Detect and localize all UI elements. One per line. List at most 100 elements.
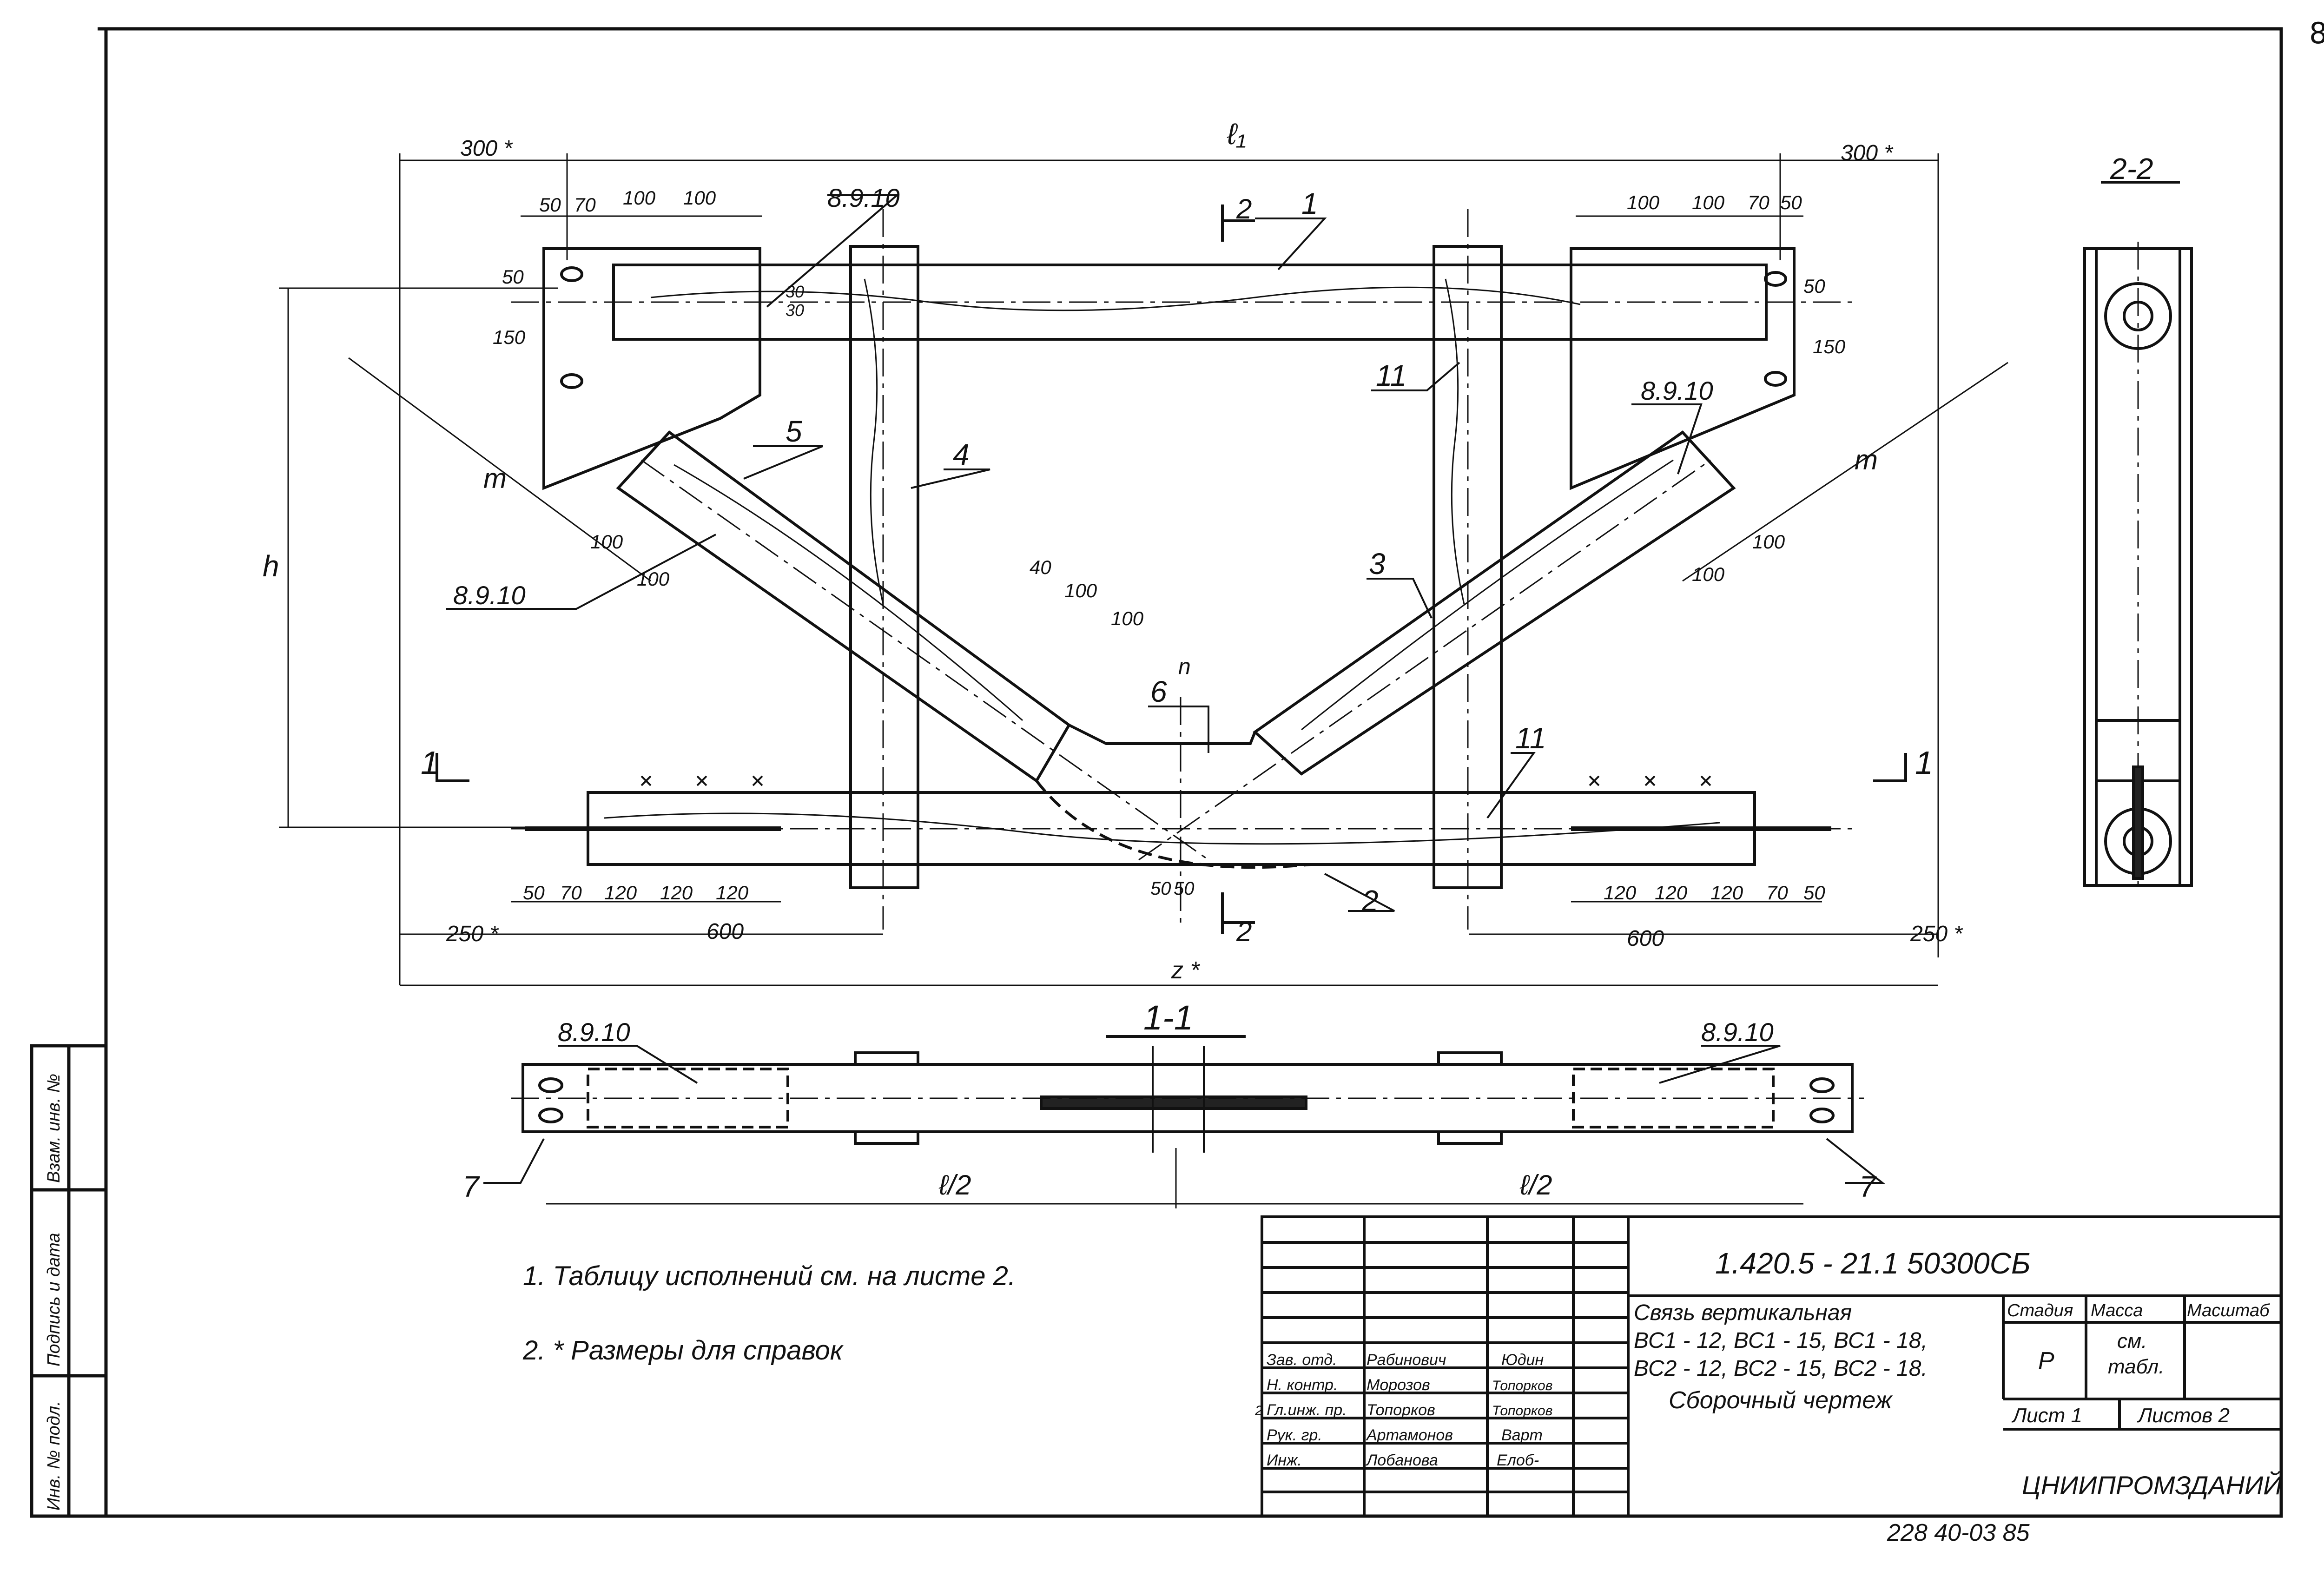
organization: ЦНИИПРОМЗДАНИЙ: [2022, 1471, 2282, 1500]
part-4: 4: [953, 438, 970, 471]
dim-300-left: 300 *: [460, 136, 513, 161]
section-2-2: [2083, 181, 2193, 892]
part-7-right: 7: [1859, 1170, 1877, 1203]
sig-name-1: Рабинович: [1367, 1351, 1446, 1369]
dim-vert-right-2: 150: [1813, 336, 1846, 357]
dim-bottom-right-4: 70: [1766, 882, 1788, 904]
bolts-label-top: 8.9.10: [827, 183, 900, 212]
dim-diag-left-2: 100: [637, 568, 670, 590]
side-stamp-2: Подпись и дата: [44, 1233, 64, 1366]
page-number: 84: [2309, 16, 2324, 50]
section-1-1-title: 1-1: [1143, 998, 1193, 1037]
label-l2-right: ℓ/2: [1519, 1169, 1552, 1201]
dim-bottom-right-5: 50: [1803, 882, 1825, 904]
dim-250-right: 250 *: [1910, 922, 1963, 946]
sheet-frame: [104, 27, 2283, 1518]
dim-center-1: 50: [1150, 878, 1171, 899]
part-11-bottom: 11: [1515, 721, 1546, 755]
dim-top-right-3: 70: [1748, 191, 1769, 213]
side-stamp-3: Взам. инв. №: [44, 1074, 64, 1183]
dim-mid-3: 100: [1111, 607, 1144, 629]
left-diagonal: [616, 430, 1071, 783]
cut-1-left: 1: [421, 745, 439, 781]
dim-top-right-2: 100: [1692, 191, 1725, 213]
dim-bottom-right-1: 120: [1604, 882, 1637, 904]
sig-role-5: Инж.: [1267, 1452, 1302, 1469]
section-2-2-title: 2-2: [2110, 152, 2153, 185]
label-z: z *: [1171, 957, 1200, 984]
mass-header: Масса: [2091, 1301, 2143, 1320]
cut-2-bottom: 2: [1236, 916, 1252, 947]
dim-top-right-1: 100: [1627, 191, 1660, 213]
label-m-left: m: [483, 463, 507, 494]
label-m-right: m: [1855, 444, 1878, 475]
bolts-label-left: 8.9.10: [453, 581, 526, 610]
note-2: 2. * Размеры для справок: [522, 1335, 844, 1366]
sig-name-4: Артамонов: [1366, 1426, 1453, 1444]
right-diagonal: [1253, 430, 1736, 776]
dim-600-right: 600: [1627, 926, 1664, 951]
dim-250-left: 250 *: [446, 922, 499, 946]
dimension-lines: [279, 153, 2008, 986]
stage-value: Р: [2038, 1347, 2054, 1374]
label-l2-left: ℓ/2: [938, 1169, 971, 1201]
sheets-label: Листов 2: [2137, 1404, 2230, 1427]
dim-top-right-4: 50: [1780, 191, 1802, 213]
dim-diag-right-2: 100: [1752, 531, 1785, 553]
dim-mid-2: 100: [1064, 580, 1097, 601]
bolts-label-s1-right: 8.9.10: [1701, 1017, 1774, 1047]
left-post: [849, 245, 919, 889]
dim-mid-1: 40: [1030, 556, 1051, 578]
dim-600-left: 600: [706, 919, 744, 944]
side-stamp-1: Инв. № подл.: [44, 1401, 64, 1511]
section-1-1: [483, 1035, 1885, 1208]
sig-sign-4: Варт: [1501, 1426, 1543, 1444]
part-11-top: 11: [1376, 359, 1406, 392]
title-block: [1261, 1215, 2283, 1518]
title-line-3: ВС2 - 12, ВС2 - 15, ВС2 - 18.: [1634, 1356, 1928, 1381]
sig-marker: 2: [1254, 1403, 1263, 1419]
dim-vert-right-1: 50: [1803, 275, 1825, 297]
dim-top-left-2: 70: [574, 194, 596, 216]
part-6: 6: [1150, 675, 1167, 708]
sig-sign-2: Топорков: [1492, 1378, 1552, 1393]
part-7-left: 7: [462, 1170, 480, 1203]
dim-vert-left-2: 150: [493, 326, 526, 348]
dim-bottom-left-4: 120: [660, 882, 693, 904]
dim-top-left-3: 100: [623, 187, 656, 209]
sig-sign-1: Юдин: [1501, 1351, 1544, 1369]
dim-bottom-right-3: 120: [1710, 882, 1743, 904]
mass-value-2: табл.: [2108, 1355, 2164, 1378]
main-elevation: [511, 209, 1859, 930]
sig-role-1: Зав. отд.: [1267, 1351, 1337, 1369]
mass-value-1: см.: [2117, 1330, 2147, 1353]
part-5: 5: [786, 415, 802, 448]
sig-name-2: Морозов: [1367, 1376, 1430, 1394]
sig-role-4: Рук. гр.: [1267, 1426, 1322, 1444]
scale-header: Масштаб: [2187, 1301, 2270, 1320]
dim-gusset-1: 30: [786, 282, 804, 301]
dim-top-left-4: 100: [683, 187, 716, 209]
center-gusset: [1068, 724, 1256, 745]
dim-bottom-left-5: 120: [716, 882, 749, 904]
note-1: 1. Таблицу исполнений см. на листе 2.: [523, 1261, 1016, 1291]
sig-name-3: Топорков: [1367, 1401, 1435, 1419]
dim-gusset-2: 30: [786, 301, 804, 320]
sheet-label: Лист 1: [2011, 1404, 2082, 1427]
sig-role-2: Н. контр.: [1267, 1376, 1338, 1394]
dim-center-2: 50: [1174, 878, 1195, 899]
dim-vert-left-1: 50: [502, 266, 524, 288]
label-n: n: [1178, 654, 1191, 679]
sig-sign-5: Елоб-: [1497, 1452, 1539, 1469]
sig-role-3: Гл.инж. пр.: [1267, 1401, 1347, 1419]
bolts-label-s1-left: 8.9.10: [558, 1017, 630, 1047]
stage-header: Стадия: [2007, 1301, 2073, 1320]
leaders: [446, 194, 1703, 912]
dim-diag-left-1: 100: [590, 531, 623, 553]
label-l1: ℓ₁: [1227, 117, 1246, 151]
cut-2-top: 2: [1236, 193, 1252, 224]
dim-bottom-right-2: 120: [1655, 882, 1688, 904]
section-cuts: [436, 205, 1907, 934]
dim-top-left-1: 50: [539, 194, 561, 216]
